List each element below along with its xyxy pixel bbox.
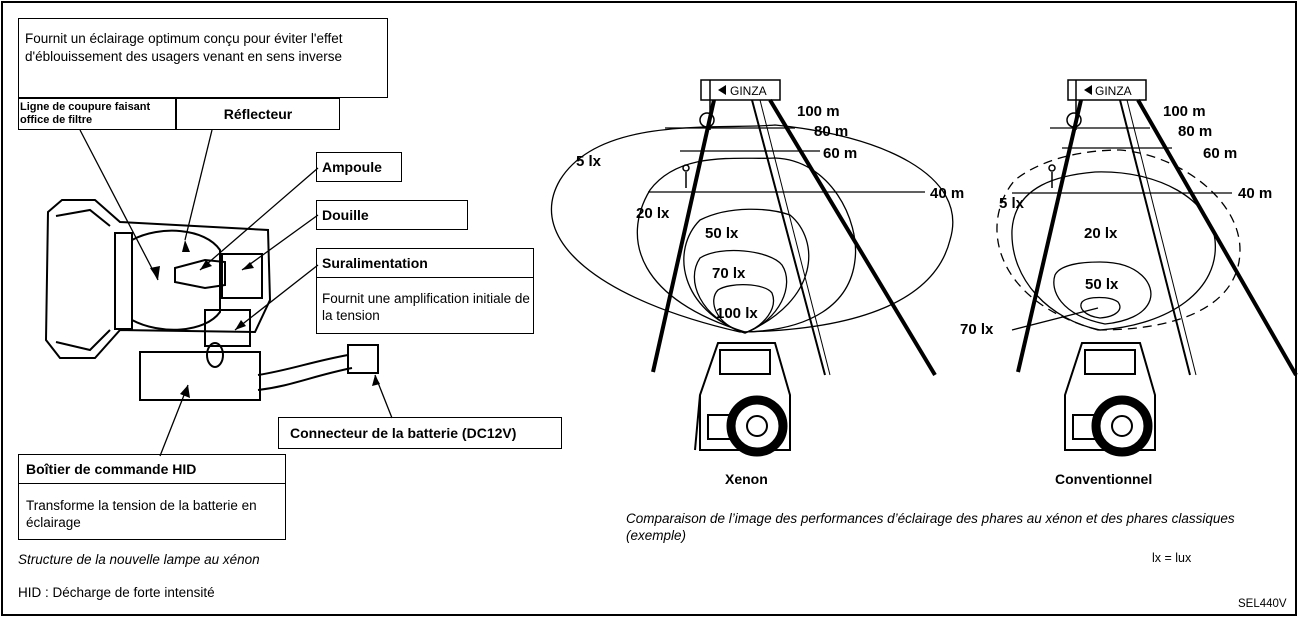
xenon-lux-20: 20 lx [636,205,670,222]
xenon-lux-100: 100 lx [716,305,758,322]
left-caption: Structure de la nouvelle lampe au xénon [18,552,260,567]
cutoff-label: Ligne de coupure faisant office de filtr… [20,101,151,126]
xenon-distance-100: 100 m [797,103,840,120]
reflector-label: Réflecteur [223,106,293,122]
hid-desc: Transforme la tension de la batterie en … [26,498,257,530]
xenon-lux-5: 5 lx [576,153,602,170]
socket-label: Douille [322,207,369,223]
xenon-distance-40: 40 m [930,185,964,202]
conventional-diagram [996,79,1298,457]
right-caption: Comparaison de l’image des performances … [626,511,1235,543]
conv-distance-80: 80 m [1178,123,1212,140]
xenon-lux-70: 70 lx [712,265,746,282]
xenon-distance-60: 60 m [823,145,857,162]
hid-title: Boîtier de commande HID [26,461,197,477]
hid-note: HID : Décharge de forte intensité [18,585,215,600]
intro-box [18,18,388,98]
conv-distance-60: 60 m [1203,145,1237,162]
xenon-distance-80: 80 m [814,123,848,140]
reflector-box [176,98,340,130]
conv-distance-100: 100 m [1163,103,1206,120]
conv-lux-20: 20 lx [1084,225,1118,242]
xenon-diagram [550,79,954,457]
hid-title-box [18,454,286,484]
figure-code: SEL440V [1238,598,1287,610]
bulb-box [316,152,402,182]
booster-desc: Fournit une amplification initiale de la… [322,291,530,323]
conv-sign: GINZA [1095,84,1132,98]
conv-distance-40: 40 m [1238,185,1272,202]
conv-lux-70: 70 lx [960,321,994,338]
conv-lux-50: 50 lx [1085,276,1119,293]
cutoff-box [18,98,176,130]
booster-title-box [316,248,534,278]
socket-box [316,200,468,230]
bulb-label: Ampoule [322,159,382,175]
xenon-label: Xenon [725,471,768,487]
intro-text: Fournit un éclairage optimum conçu pour … [25,31,343,64]
conv-label: Conventionnel [1055,471,1152,487]
xenon-lux-50: 50 lx [705,225,739,242]
booster-title: Suralimentation [322,255,428,271]
connector-label: Connecteur de la batterie (DC12V) [290,425,517,441]
lux-note: lx = lux [1152,551,1192,565]
conv-lux-5: 5 lx [999,195,1025,212]
xenon-sign: GINZA [730,84,767,98]
connector-box [278,417,562,449]
